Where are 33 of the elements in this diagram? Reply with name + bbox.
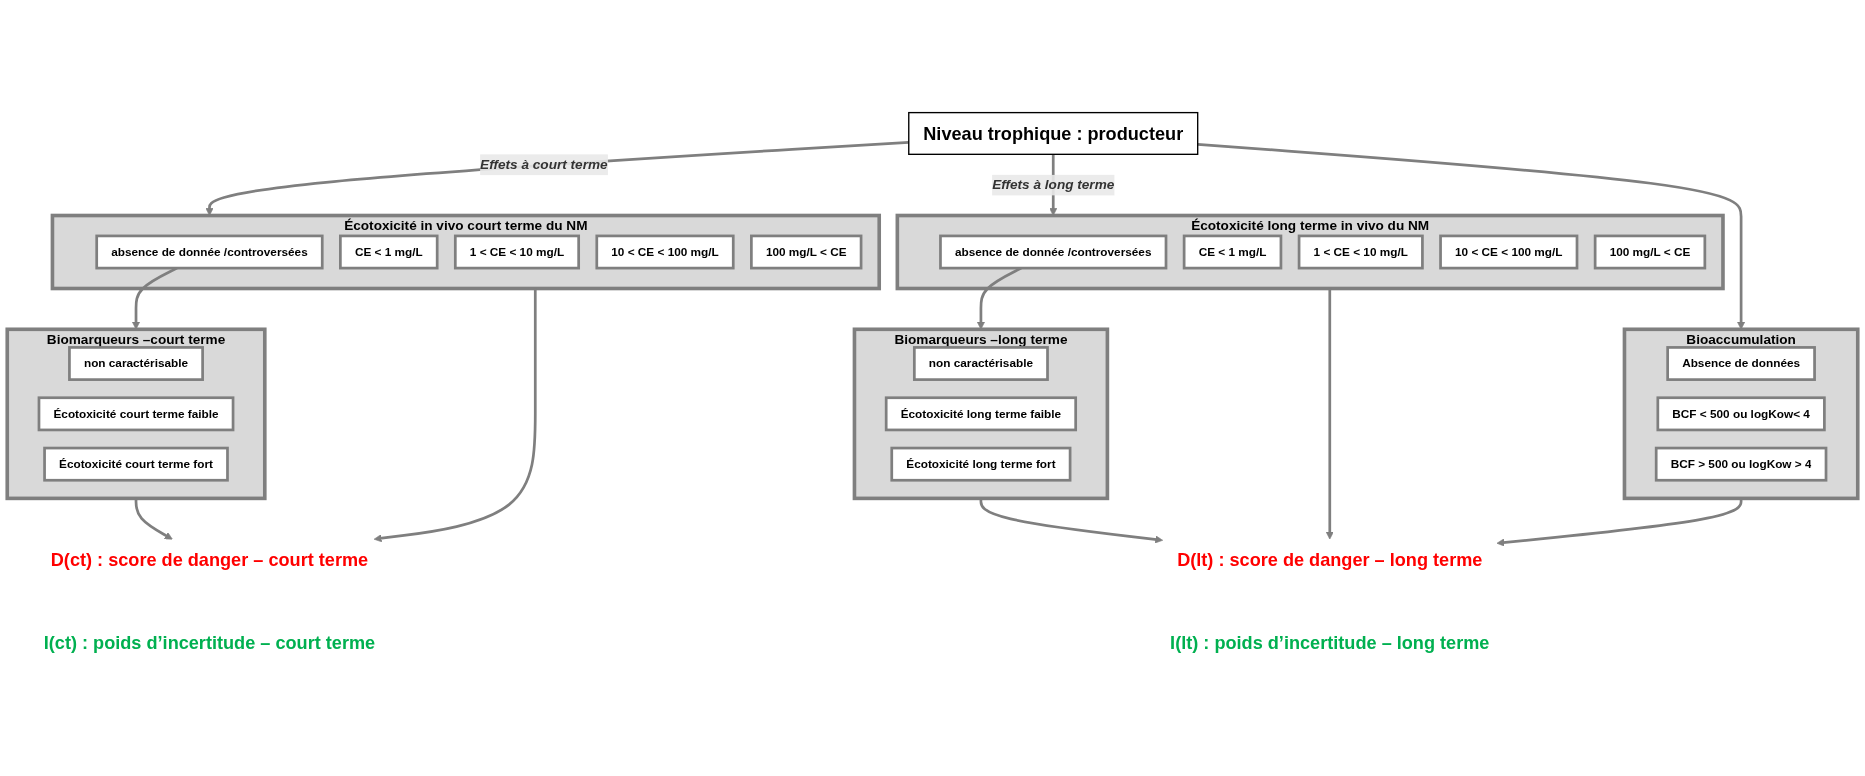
node-box: absence de donnée /controversées — [95, 234, 324, 270]
node-box: Écotoxicité long terme fort — [890, 446, 1072, 482]
node-box: non caractérisable — [68, 346, 204, 381]
arrow — [979, 498, 1163, 544]
node-box: Écotoxicité long terme faible — [884, 396, 1078, 432]
node-box: CE < 1 mg/L — [339, 234, 439, 270]
node-box: non caractérisable — [913, 346, 1049, 381]
node-box: 1 < CE < 10 mg/L — [1297, 234, 1424, 270]
arrow — [1496, 498, 1743, 547]
node-box: CE < 1 mg/L — [1182, 234, 1283, 270]
node-text: D(ct) : score de danger – court terme — [50, 550, 369, 570]
node-text: I(ct) : poids d’incertitude – court terme — [43, 632, 376, 653]
node-box: Écotoxicité court terme faible — [37, 396, 235, 432]
node-box: Absence de données — [1666, 346, 1816, 381]
node-box: Niveau trophique : producteur — [908, 111, 1199, 155]
node-box: 1 < CE < 10 mg/L — [453, 234, 580, 270]
node-box: 10 < CE < 100 mg/L — [1439, 234, 1579, 270]
node-box: 100 mg/L < CE — [750, 234, 863, 270]
node-box: BCF < 500 ou logKow< 4 — [1656, 396, 1826, 432]
arrow — [205, 140, 909, 216]
node-box: BCF > 500 ou logKow > 4 — [1654, 446, 1828, 482]
edge-label: Effets à long terme — [992, 176, 1115, 192]
node-box: absence de donnée /controversées — [939, 234, 1168, 270]
node-text: D(lt) : score de danger – long terme — [1177, 550, 1483, 570]
arrow — [134, 498, 173, 540]
arrow — [373, 288, 537, 543]
node-box: 100 mg/L < CE — [1593, 234, 1707, 270]
arrow — [1325, 288, 1334, 540]
arrow — [1197, 142, 1746, 330]
node-box: 10 < CE < 100 mg/L — [595, 234, 735, 270]
edge-label: Effets à court terme — [480, 156, 608, 172]
node-text: I(lt) : poids d’incertitude – long terme — [1170, 632, 1490, 653]
node-box: Écotoxicité court terme fort — [43, 446, 229, 482]
